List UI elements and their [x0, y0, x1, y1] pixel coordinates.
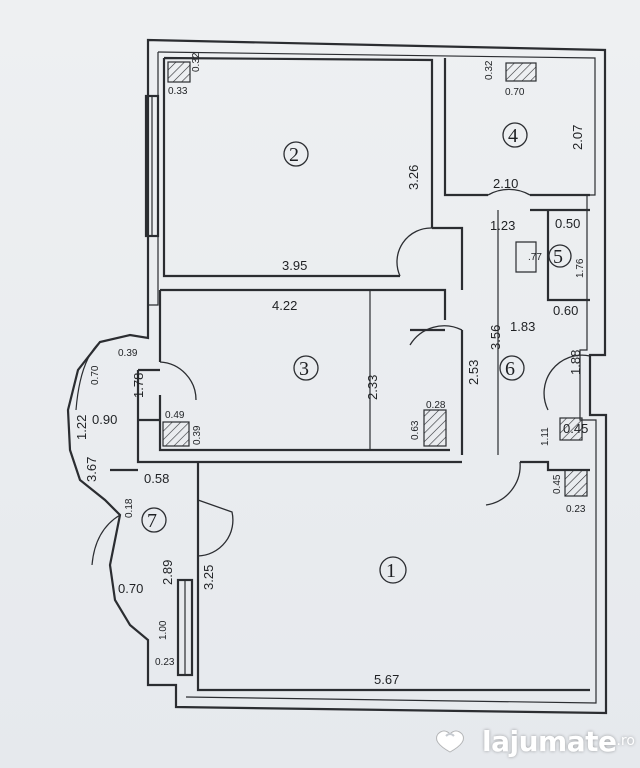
watermark-tld: .ro [616, 733, 635, 749]
room-6: 3.56 1.83 0.60 2.53 6 1.88 0.45 1.11 [396, 210, 591, 455]
balcony-e: 1.22 [74, 415, 89, 440]
balcony-f: 3.67 [84, 457, 99, 482]
balcony-b: 0.39 [118, 348, 138, 359]
room-4-label: 4 [508, 125, 518, 147]
room-5-label: 5 [553, 246, 563, 268]
site-watermark: lajumate .ro [432, 724, 635, 758]
room3-width: 4.22 [272, 298, 297, 313]
heart-logo-icon [436, 730, 464, 753]
room-3-label: 3 [299, 358, 309, 380]
room-2: 0.33 0.32 2 3.26 3.95 [144, 52, 434, 278]
room3-height: 2.33 [365, 375, 380, 400]
hall-e: 1.11 [540, 427, 551, 446]
hall-width: 1.83 [510, 319, 535, 334]
hall-d: 0.45 [563, 421, 588, 436]
balcony-i: 0.70 [118, 581, 143, 596]
room-2-label: 2 [289, 144, 299, 166]
room-7: 0.70 0.39 1.78 0.90 1.22 3.67 0.58 0.18 … [74, 348, 234, 596]
living-height: 3.25 [201, 565, 216, 590]
room2-height: 3.26 [406, 165, 421, 190]
room3-corner-b: 0.39 [192, 425, 203, 445]
room3-corner-d: 0.63 [410, 420, 421, 440]
room-4: 0.70 0.32 4 2.07 2.10 [443, 58, 590, 197]
room-7-label: 7 [147, 510, 157, 532]
room2-corner-a: 0.33 [168, 86, 188, 97]
room4-height: 2.07 [570, 125, 585, 150]
balcony-d: 0.90 [92, 412, 117, 427]
room2-corner-b: 0.32 [191, 52, 202, 72]
balcony-a: 0.70 [90, 365, 101, 385]
hall-c: 1.88 [568, 350, 583, 375]
hall-b: 2.53 [466, 360, 481, 385]
room-6-label: 6 [505, 358, 515, 380]
living-e: 0.23 [155, 657, 175, 668]
room-1-label: 1 [386, 560, 396, 582]
room3-corner-c: 0.28 [426, 400, 446, 411]
balcony-g: 0.58 [144, 471, 169, 486]
room4-corner-a: 0.70 [505, 87, 525, 98]
room-5: 0.50 1.23 1.76 .77 5 [490, 208, 590, 302]
room-1: 0.45 0.23 2.89 3.25 1.00 0.23 1 5.67 [155, 460, 590, 692]
room4-corner-b: 0.32 [484, 60, 495, 80]
room3-corner-a: 0.49 [165, 410, 185, 421]
living-b: 0.23 [566, 504, 586, 515]
room5-c: 1.76 [575, 258, 586, 278]
room5-b: 1.23 [490, 218, 515, 233]
hall-a: 0.60 [553, 303, 578, 318]
balcony-h: 0.18 [124, 498, 135, 518]
living-c: 2.89 [160, 560, 175, 585]
hall-height: 3.56 [488, 325, 503, 350]
balcony-c: 1.78 [131, 373, 146, 398]
living-a: 0.45 [552, 474, 563, 494]
room5-d: .77 [528, 252, 542, 263]
room4-width: 2.10 [493, 176, 518, 191]
room5-a: 0.50 [555, 216, 580, 231]
living-width: 5.67 [374, 672, 399, 687]
room-3: 4.22 2.33 3 0.49 0.39 0.28 0.63 [158, 288, 450, 452]
room2-width: 3.95 [282, 258, 307, 273]
living-d: 1.00 [158, 620, 169, 640]
watermark-brand: lajumate [482, 724, 617, 758]
